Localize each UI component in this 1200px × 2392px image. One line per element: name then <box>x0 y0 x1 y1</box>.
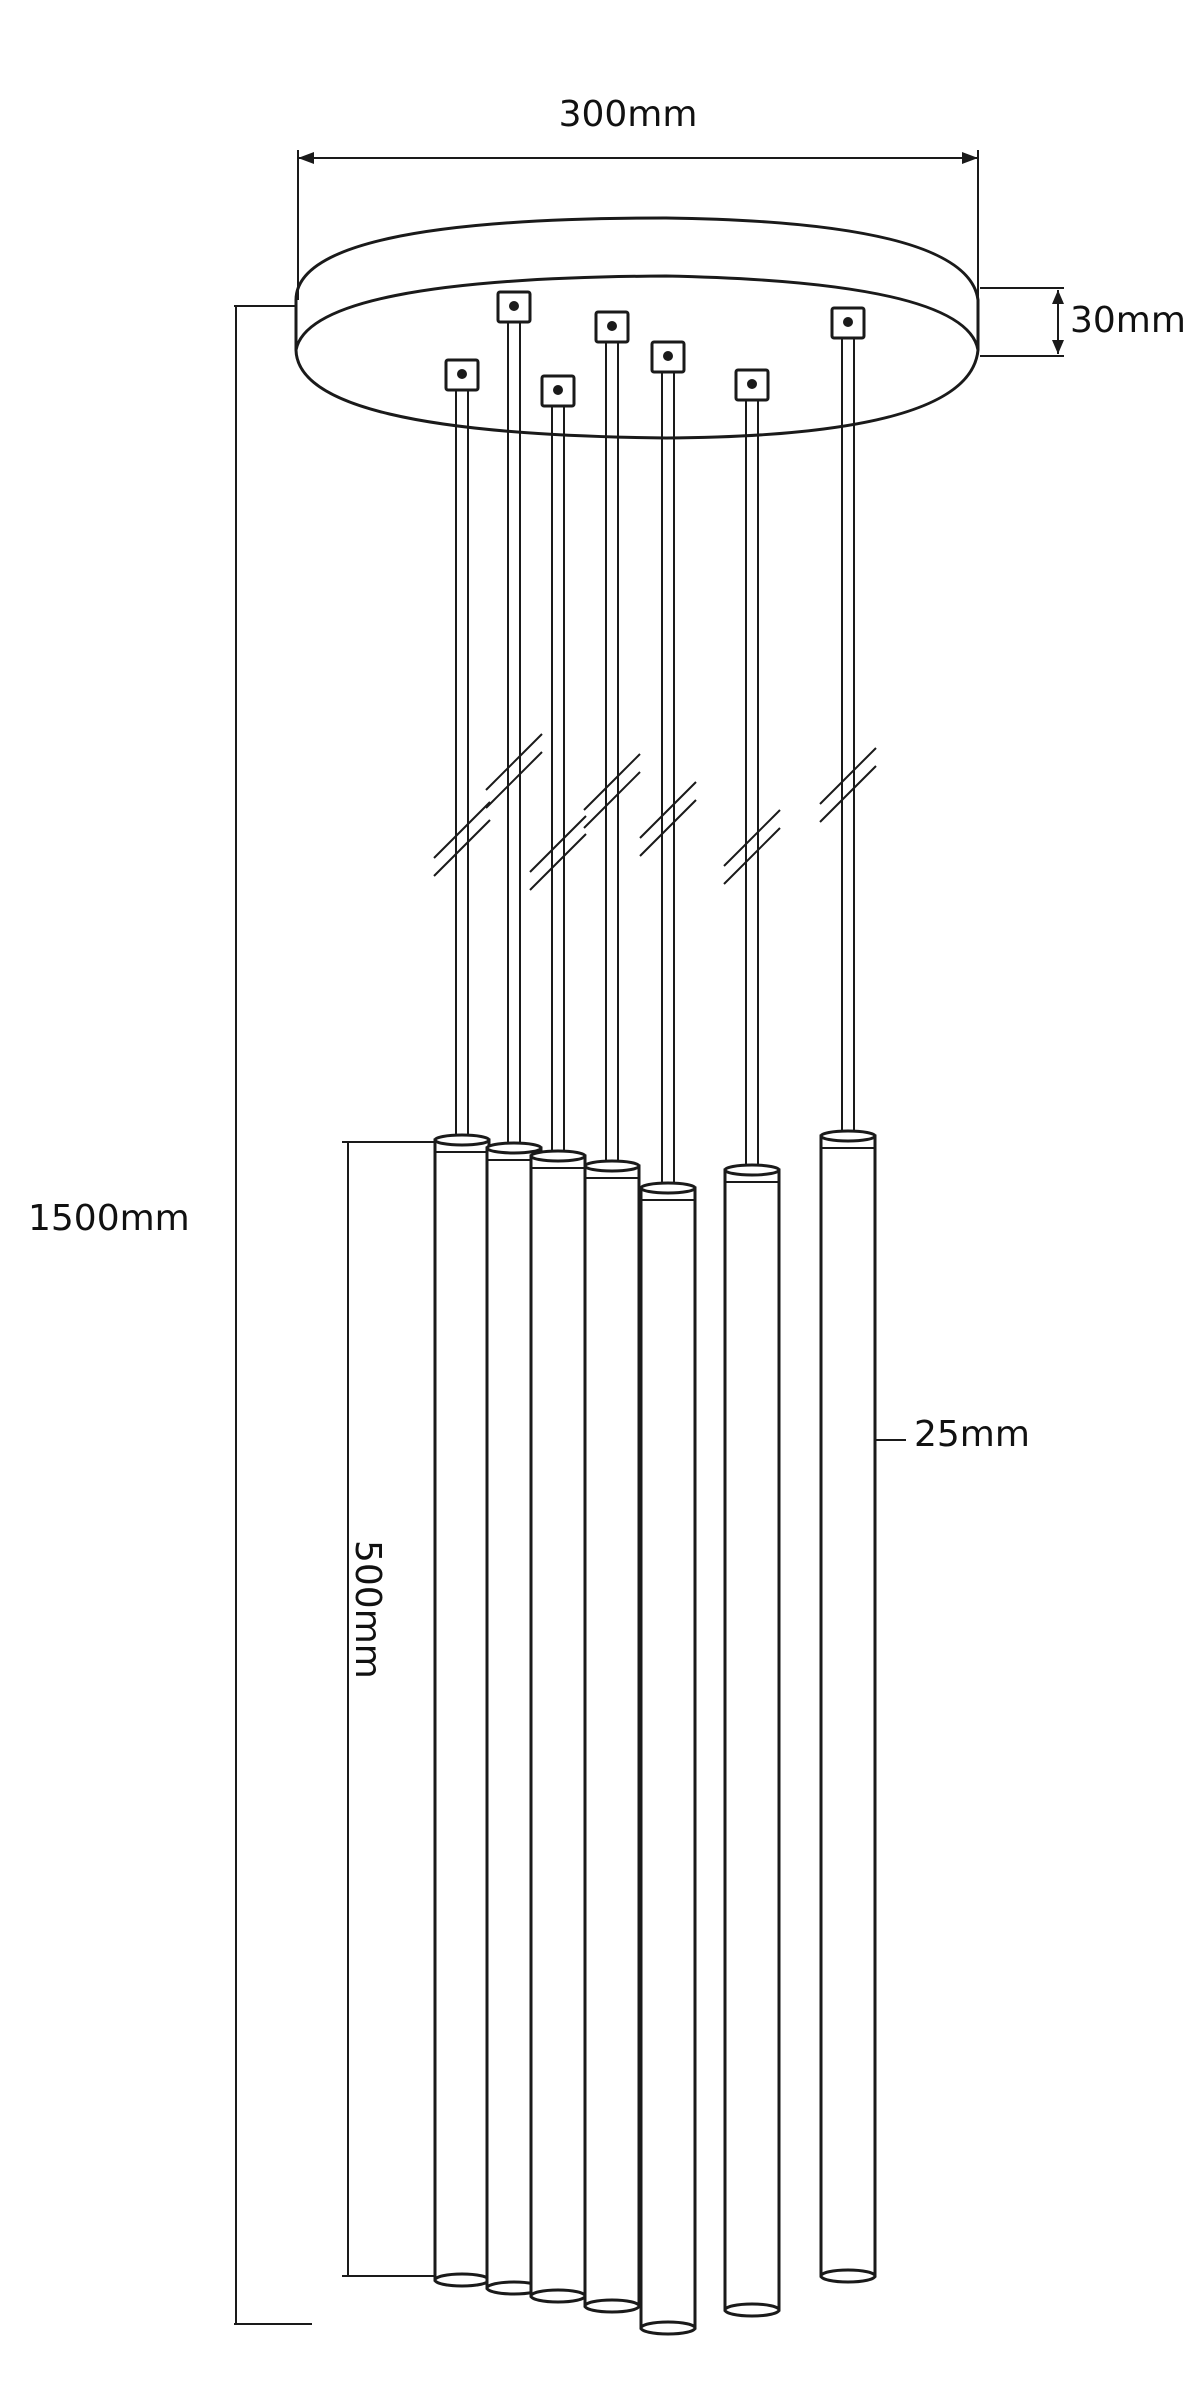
pendant-break-mark <box>639 781 697 839</box>
tube-diameter-label: 25mm <box>914 1414 1030 1455</box>
pendant-tube <box>529 1154 587 2298</box>
canopy-width-dimension: 300mm <box>297 94 979 300</box>
pendant-tube <box>433 1138 491 2282</box>
overall-drop-dimension: 1500mm <box>28 305 312 2325</box>
pendant-anchor-dot <box>457 369 467 379</box>
pendant-5 <box>639 340 697 2336</box>
pendant-tube-bottom <box>723 2302 781 2318</box>
pendant-tube-bottom <box>819 2268 877 2284</box>
pendant-7 <box>819 306 877 2284</box>
pendant-anchor-dot <box>607 321 617 331</box>
pendant-tube-bottom <box>639 2320 697 2336</box>
pendant-tube-top <box>819 1129 877 1143</box>
canopy-height-dimension: 30mm <box>980 287 1186 357</box>
pendant-break-mark <box>819 765 877 823</box>
pendant-4 <box>583 310 641 2314</box>
pendant-anchor-dot <box>509 301 519 311</box>
pendant-tube <box>723 1168 781 2312</box>
pendant-break-mark <box>819 747 877 805</box>
pendant-tube-top <box>639 1181 697 1195</box>
pendant-break-mark <box>723 809 781 867</box>
pendant-anchor-dot <box>747 379 757 389</box>
pendant-tube-bottom <box>529 2288 587 2304</box>
pendant-3 <box>529 374 587 2304</box>
pendant-tube-top <box>433 1133 491 1147</box>
pendant-anchor-dot <box>663 351 673 361</box>
pendants <box>433 290 877 2336</box>
pendant-tube <box>639 1186 697 2330</box>
pendant-tube-top <box>485 1141 543 1155</box>
pendant-tube-bottom <box>433 2272 491 2288</box>
pendant-tube-top <box>723 1163 781 1177</box>
pendant-anchor-dot <box>553 385 563 395</box>
pendant-break-mark <box>529 833 587 891</box>
pendant-anchor-dot <box>843 317 853 327</box>
pendant-break-mark <box>583 753 641 811</box>
pendant-tube-bottom <box>583 2298 641 2314</box>
pendant-tube-top <box>529 1149 587 1163</box>
pendant-tube-top <box>583 1159 641 1173</box>
pendant-break-mark <box>485 751 543 809</box>
pendant-1 <box>433 358 491 2288</box>
pendant-break-mark <box>529 815 587 873</box>
pendant-tube <box>583 1164 641 2308</box>
pendant-break-mark <box>433 801 491 859</box>
canopy-width-label: 300mm <box>559 94 698 135</box>
pendant-tube <box>819 1134 877 2278</box>
pendant-break-mark <box>583 771 641 829</box>
pendant-break-mark <box>723 827 781 885</box>
pendant-6 <box>723 368 781 2318</box>
overall-drop-label: 1500mm <box>28 1198 190 1239</box>
tube-length-label: 500mm <box>347 1540 388 1679</box>
canopy-height-label: 30mm <box>1070 300 1186 341</box>
tube-length-dimension: 500mm <box>342 1141 436 2277</box>
pendant-break-mark <box>639 799 697 857</box>
pendant-break-mark <box>433 819 491 877</box>
canopy <box>294 216 980 440</box>
pendant-break-mark <box>485 733 543 791</box>
